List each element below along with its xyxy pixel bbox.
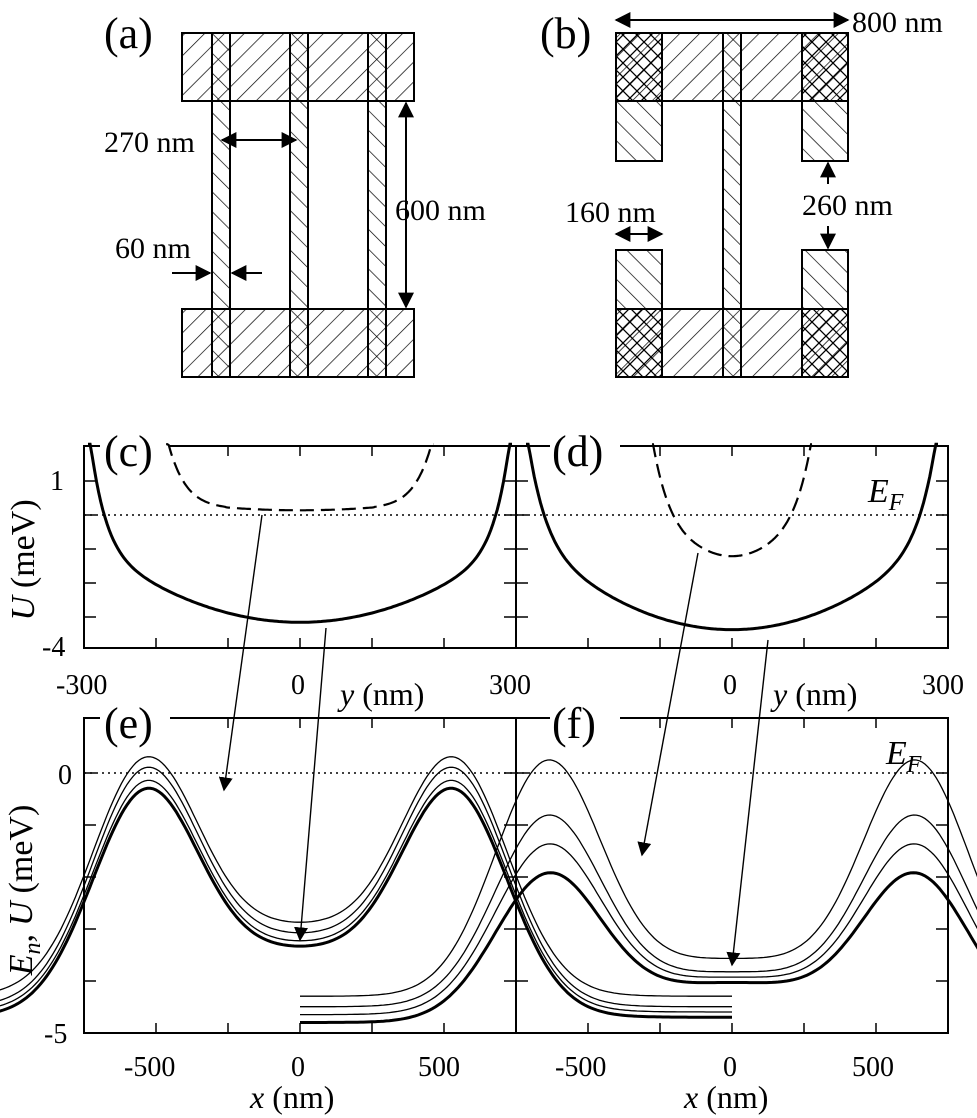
panel-b-upper-right-gate bbox=[801, 100, 849, 162]
bottom-plots: (e) (f) EF 0 -5 En,U(meV) -500 0 500 -50… bbox=[0, 699, 977, 1115]
bottom-xtick-500-right: 500 bbox=[852, 1052, 894, 1083]
top-ylabel: U(meV) bbox=[5, 499, 42, 620]
bottom-xlabel-e: x(nm) bbox=[249, 1079, 334, 1115]
panel-b: (b) 800 nm 160 nm 260 nm bbox=[540, 6, 943, 378]
panel-e-curve-level-0 bbox=[0, 786, 732, 1019]
panel-b-lower-left-gate bbox=[615, 249, 663, 310]
panel-a: (a) 270 nm 60 nm 600 nm bbox=[104, 9, 486, 378]
panel-a-gate-middle bbox=[289, 32, 309, 378]
top-plots: (c) (d) EF 1 -4 U(meV) -300 0 300 0 300 … bbox=[5, 427, 964, 712]
bottom-xtick-500-left: 500 bbox=[418, 1052, 460, 1083]
panel-b-top-right-crosshatch bbox=[801, 32, 849, 102]
panel-e-curves bbox=[0, 756, 732, 1019]
bottom-ef-label: EF bbox=[885, 735, 922, 778]
bottom-xlabel-f: x(nm) bbox=[683, 1079, 768, 1115]
panel-a-gate-right bbox=[367, 32, 387, 378]
top-xtick-300-left: 300 bbox=[489, 670, 531, 701]
dim-gate-width-label: 160 nm bbox=[565, 196, 656, 229]
dim-period-label: 270 nm bbox=[104, 126, 195, 159]
dim-width-label: 60 nm bbox=[115, 232, 191, 265]
top-ytick-neg4: -4 bbox=[42, 632, 65, 663]
panel-b-bottom-right-crosshatch bbox=[801, 308, 849, 378]
bottom-xtick-0-left: 0 bbox=[291, 1052, 305, 1083]
arrow-c-to-e-peak bbox=[218, 514, 263, 792]
arrow-c-to-e-center bbox=[294, 627, 327, 942]
bottom-xtick-neg500-right: -500 bbox=[555, 1052, 606, 1083]
panel-d-dashed-potential bbox=[651, 443, 813, 558]
panel-b-lower-right-gate bbox=[801, 249, 849, 310]
arrow-d-to-f-peak bbox=[637, 552, 699, 857]
panel-b-center-gate bbox=[722, 32, 742, 378]
dim-total-label: 800 nm bbox=[852, 6, 943, 39]
top-xtick-neg300: -300 bbox=[56, 670, 107, 701]
dim-gap-label: 260 nm bbox=[802, 189, 893, 222]
arrow-d-to-f-center bbox=[726, 639, 769, 967]
top-ef-label: EF bbox=[867, 473, 904, 516]
panel-d-solid-potential bbox=[526, 442, 938, 632]
panel-f-curve-level-1 bbox=[300, 843, 977, 1016]
panel-d-label-bg bbox=[550, 430, 620, 460]
top-xtick-0-right: 0 bbox=[723, 670, 737, 701]
panel-f-curve-level-2 bbox=[300, 814, 977, 1008]
panel-e-curve-level-2 bbox=[0, 766, 732, 1008]
bottom-ytick-neg5: -5 bbox=[44, 1019, 67, 1050]
bottom-xtick-0-right: 0 bbox=[723, 1052, 737, 1083]
panel-e-curve-level-3 bbox=[0, 756, 732, 997]
panel-c-dashed-potential bbox=[166, 443, 434, 512]
bottom-ylabel: En,U(meV) bbox=[3, 805, 46, 977]
panel-c-label-bg bbox=[100, 430, 170, 460]
panel-f-label: (f) bbox=[552, 699, 596, 748]
panel-f-curve-level-0 bbox=[300, 871, 977, 1024]
panel-f-curves bbox=[300, 759, 977, 1024]
bottom-ytick-0: 0 bbox=[58, 760, 72, 791]
panel-a-label: (a) bbox=[104, 9, 153, 58]
dim-length-label: 600 nm bbox=[395, 194, 486, 227]
panel-b-upper-left-gate bbox=[615, 100, 663, 162]
panel-a-gate-left bbox=[211, 32, 231, 378]
panel-e-label: (e) bbox=[104, 699, 153, 748]
panel-e-label-bg bbox=[100, 700, 170, 730]
top-xtick-300-right: 300 bbox=[922, 670, 964, 701]
panel-c-solid-potential bbox=[88, 442, 512, 624]
panel-f-label-bg bbox=[550, 700, 620, 730]
panel-f-curve-level-3 bbox=[300, 759, 977, 997]
top-ytick-1: 1 bbox=[50, 466, 64, 497]
panel-e-curve-level-1 bbox=[0, 779, 732, 1013]
panel-b-label: (b) bbox=[540, 9, 591, 58]
bottom-xtick-neg500-left: -500 bbox=[124, 1052, 175, 1083]
top-xlabel-d: y(nm) bbox=[770, 676, 857, 712]
panel-d-label: (d) bbox=[552, 427, 603, 476]
panel-b-bottom-left-crosshatch bbox=[615, 308, 663, 378]
top-xtick-0-left: 0 bbox=[291, 670, 305, 701]
panel-b-top-left-crosshatch bbox=[615, 32, 663, 102]
top-xlabel-c: y(nm) bbox=[337, 676, 424, 712]
top-plots-ticks bbox=[83, 446, 949, 648]
panel-c-label: (c) bbox=[104, 427, 153, 476]
